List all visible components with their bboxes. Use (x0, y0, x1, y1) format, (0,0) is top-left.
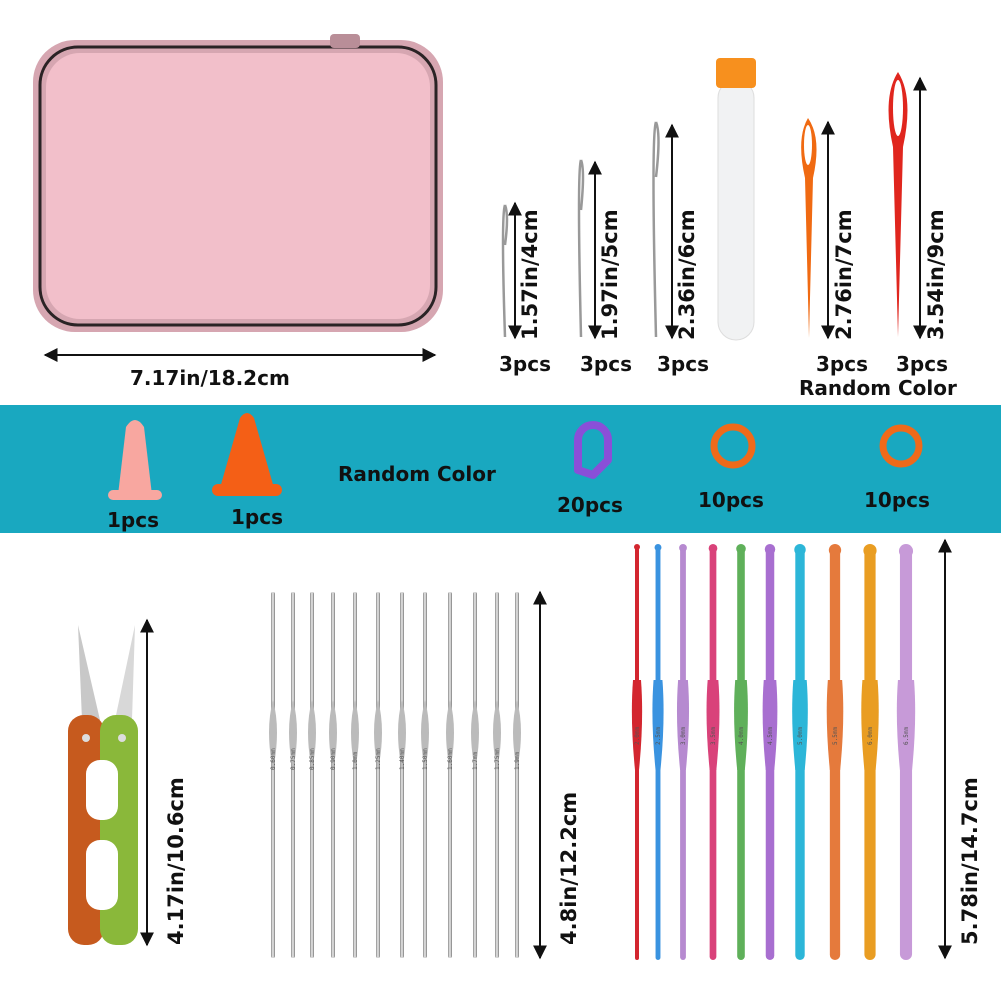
point-protectors (108, 413, 282, 500)
needle-size-label: 1.97in/5cm (598, 209, 622, 340)
ring-qty: 10pcs (864, 488, 930, 512)
accessory-band (0, 405, 1001, 533)
random-color-note: Random Color (338, 462, 496, 486)
thread-snips (68, 625, 138, 945)
hook-size-engraving: 0.90mm (330, 748, 337, 770)
ring-qty: 10pcs (698, 488, 764, 512)
steel-hook: 1.50mm (421, 592, 429, 958)
aluminum-crochet-hooks: 2.0mm 2.5mm 3.0mm 3.5mm 4.0mm 4.5mm 5.0mm 5.5mm… (631, 544, 916, 960)
hook-size-engraving: 5.0mm (797, 727, 804, 745)
hook-size-engraving: 1.7mm (472, 752, 479, 770)
hook-size-engraving: 6.0mm (867, 727, 874, 745)
tapestry-needles (501, 121, 660, 338)
hook-size-engraving: 1.9mm (514, 752, 521, 770)
needle-qty: 3pcs (580, 352, 632, 376)
hook-size-engraving: 1.75mm (494, 748, 501, 770)
steel-hook: 0.85mm (308, 592, 316, 958)
hook-size-engraving: 0.75mm (290, 748, 297, 770)
split-rings (710, 423, 923, 469)
aluminum-hook: 6.5mm (896, 544, 916, 960)
case-dimension-label: 7.17in/18.2cm (130, 366, 290, 390)
hook-size-engraving: 1.40mm (399, 748, 406, 770)
hook-size-engraving: 3.0mm (680, 727, 687, 745)
hook-size-engraving: 3.5mm (710, 727, 717, 745)
needle-storage-tube (716, 58, 756, 341)
steel-hook: 0.75mm (289, 592, 297, 958)
steel-crochet-hooks: 0.60mm 0.75mm 0.85mm 0.90mm 1.0mm 1.25mm 1.40m… (269, 592, 521, 958)
hook-size-engraving: 1.60mm (447, 748, 454, 770)
aluminum-hook: 4.5mm (762, 544, 778, 960)
steel-hook: 1.7mm (471, 592, 479, 958)
scissors-size-label: 4.17in/10.6cm (164, 777, 188, 945)
hook-size-engraving: 5.5mm (832, 727, 839, 745)
aluminum-hook: 6.0mm (861, 544, 879, 960)
hook-size-engraving: 0.60mm (270, 748, 277, 770)
needle-size-label: 2.36in/6cm (675, 209, 699, 340)
steel-hook: 1.40mm (398, 592, 406, 958)
steel-hook: 1.60mm (446, 592, 454, 958)
needle-size-label: 3.54in/9cm (924, 209, 948, 340)
hook-size-engraving: 2.5mm (655, 727, 662, 745)
hook-size-engraving: 1.25mm (375, 748, 382, 770)
aluminum-hook: 3.5mm (706, 544, 720, 960)
random-color-note: Random Color (799, 376, 957, 400)
needle-qty: 3pcs (499, 352, 551, 376)
marker-qty: 20pcs (557, 493, 623, 517)
steel-hook: 0.60mm (269, 592, 277, 958)
aluminum-hook: 5.0mm (792, 544, 808, 960)
hook-size-engraving: 1.0mm (352, 752, 359, 770)
aluminum-hook: 3.0mm (676, 544, 690, 960)
needle-qty: 3pcs (896, 352, 948, 376)
hook-size-engraving: 1.50mm (422, 748, 429, 770)
protector-qty: 1pcs (231, 505, 283, 529)
aluminum-hook: 4.0mm (734, 544, 748, 960)
zipper-case (33, 34, 443, 332)
hook-size-engraving: 4.0mm (738, 727, 745, 745)
steel-hook: 1.75mm (493, 592, 501, 958)
plastic-needles (801, 72, 908, 338)
needle-size-label: 1.57in/4cm (518, 209, 542, 340)
aluminum-hook: 2.0mm (631, 544, 643, 960)
steel-hooks-size-label: 4.8in/12.2cm (557, 791, 581, 945)
steel-hook: 1.0mm (351, 592, 359, 958)
hook-size-engraving: 0.85mm (309, 748, 316, 770)
protector-qty: 1pcs (107, 508, 159, 532)
hook-size-engraving: 6.5mm (903, 727, 910, 745)
hook-size-engraving: 4.5mm (767, 727, 774, 745)
stitch-marker (574, 421, 612, 479)
needle-qty: 3pcs (816, 352, 868, 376)
steel-hook: 0.90mm (329, 592, 337, 958)
hook-size-engraving: 2.0mm (634, 727, 641, 745)
aluminum-hook: 2.5mm (652, 544, 664, 960)
aluminum-hooks-size-label: 5.78in/14.7cm (958, 777, 982, 945)
needle-size-label: 2.76in/7cm (832, 209, 856, 340)
steel-hook: 1.25mm (374, 592, 382, 958)
aluminum-hook: 5.5mm (826, 544, 844, 960)
needle-qty: 3pcs (657, 352, 709, 376)
steel-hook: 1.9mm (513, 592, 521, 958)
